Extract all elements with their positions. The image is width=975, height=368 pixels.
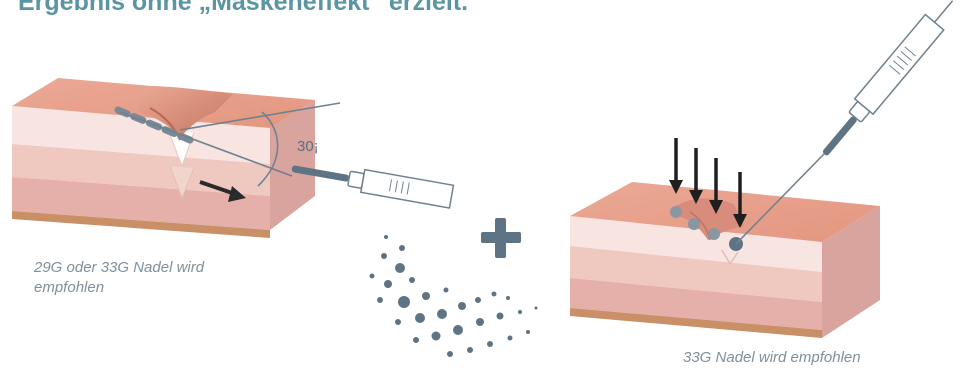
right-skin-side-face: [822, 206, 880, 338]
right-skin-layer-subcutis: [570, 278, 822, 330]
left-skin-fold: [138, 86, 233, 138]
left-caption: 29G oder 33G Nadel wird empfohlen: [34, 259, 205, 296]
left-syringe-needle-hub: [291, 165, 350, 182]
right-syringe: [822, 0, 954, 156]
left-skin-block: [12, 78, 315, 238]
plus-icon: [481, 218, 521, 258]
left-angle-line-top: [179, 102, 341, 131]
right-skin-layer-base: [570, 308, 822, 338]
left-direction-arrow: [199, 180, 246, 202]
dots-cluster: [369, 235, 538, 357]
heading: Ergebnis ohne „Maskeneffekt“ erzielt.: [18, 0, 469, 16]
right-needle: [735, 153, 825, 245]
right-skin-layer-dermis: [570, 246, 822, 302]
left-angle-arc: [257, 111, 279, 187]
left-skin-side-face: [270, 100, 315, 230]
right-syringe-needle-hub: [822, 116, 857, 156]
right-skin-notch: [721, 249, 739, 266]
right-syringe-barrel: [853, 13, 945, 116]
illustration: [12, 0, 954, 357]
angle-label: 30¡: [297, 138, 319, 155]
left-syringe: [291, 165, 455, 209]
right-skin-layer-epidermis: [570, 216, 822, 272]
left-angle-line-needle: [119, 111, 293, 177]
left-skin-layer-subcutis: [12, 177, 270, 230]
left-skin-layer-base: [12, 211, 270, 238]
left-skin-notch-bottom: [169, 165, 195, 200]
right-press-arrows: [669, 138, 747, 228]
right-skin-block: [570, 182, 880, 338]
right-skin-fold: [676, 198, 744, 240]
right-caption: 33G Nadel wird empfohlen: [683, 349, 861, 366]
left-skin-layer-epidermis: [12, 106, 270, 164]
left-syringe-barrel: [359, 168, 455, 209]
